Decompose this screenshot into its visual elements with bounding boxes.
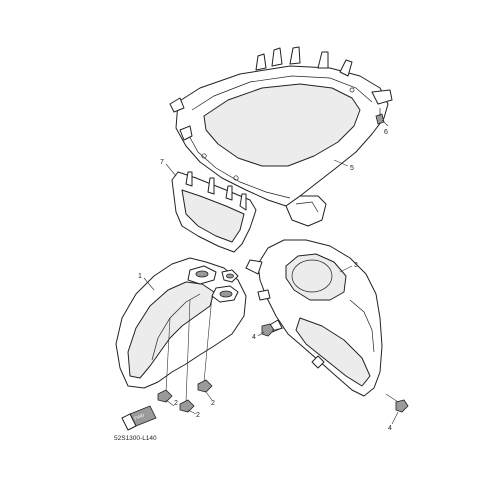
callout-1: 1	[138, 273, 142, 280]
fwd-label: FWD	[134, 412, 146, 421]
callout-leaders	[143, 119, 399, 425]
front-direction-arrow: FWD	[121, 405, 157, 431]
part-3-cover	[245, 239, 383, 397]
callout-3: 3	[354, 262, 358, 269]
part-5-inner-tray	[169, 46, 393, 227]
part-2-bolts	[157, 295, 213, 413]
callout-5: 5	[350, 165, 354, 172]
part-1-front-fender	[115, 257, 247, 389]
callout-6: 6	[384, 129, 388, 136]
callout-4a: 4	[252, 334, 256, 341]
bolt-2a	[157, 317, 173, 403]
diagram-code: 52S1300-L140	[114, 435, 157, 442]
bolt-2c	[197, 295, 213, 393]
part-4-screws	[261, 323, 409, 413]
callout-2b: 2	[196, 412, 200, 419]
screw-4a	[261, 323, 285, 337]
callout-7: 7	[160, 159, 164, 166]
callout-2c: 2	[211, 400, 215, 407]
part-7-panel	[171, 171, 257, 253]
screw-4b	[385, 393, 409, 413]
callout-numbers: 1 2 2 2 3 4 4 5 6 7	[138, 129, 392, 432]
callout-2a: 2	[174, 400, 178, 407]
callout-4b: 4	[388, 425, 392, 432]
bolt-2b	[179, 299, 195, 413]
